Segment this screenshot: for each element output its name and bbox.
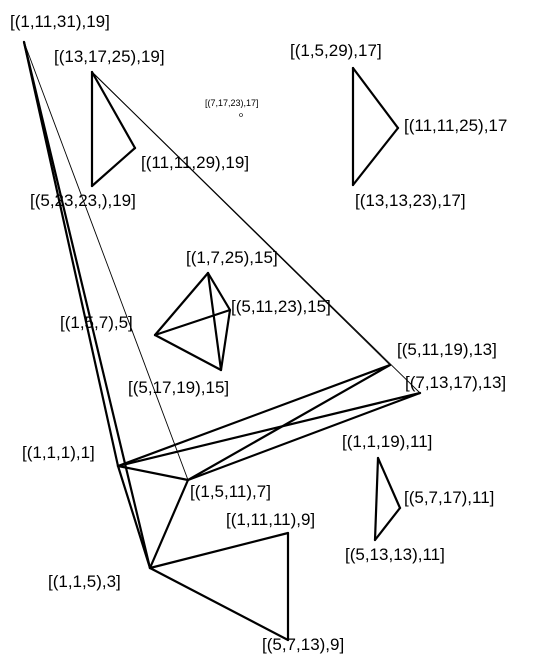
edge (91, 71, 421, 394)
node-label: [(5,13,13),11] (345, 545, 445, 564)
edge (206, 271, 232, 312)
edge (116, 464, 190, 482)
node-label: [(5,7,13),9] (262, 635, 344, 654)
edge (351, 66, 400, 130)
edge (186, 391, 422, 482)
node-label: [(13,13,23),17] (355, 191, 466, 210)
node-label: [(5,11,19),13] (397, 340, 497, 359)
edge (351, 126, 400, 187)
node-label: [(1,5,11),7] (190, 482, 271, 501)
edge (153, 308, 232, 337)
node-label: [(1,5,29),17] (290, 41, 382, 60)
node-label: [(5,11,23),15] (231, 297, 331, 316)
node-label: [(13,17,25),19] (54, 47, 165, 66)
edge (90, 70, 137, 150)
edge (219, 308, 232, 372)
edge (186, 363, 392, 482)
edge (373, 506, 402, 542)
edge (153, 271, 210, 337)
edge (116, 391, 422, 468)
edge (116, 464, 152, 570)
edge (376, 456, 402, 510)
edge (23, 41, 189, 481)
edge (22, 40, 152, 570)
node-label: [(1,11,11),9] (226, 510, 315, 529)
node-label: [(1,5,7),5] (60, 313, 133, 332)
edge (22, 40, 120, 468)
edge (206, 271, 223, 372)
node-label: [(5,23,23,),19] (30, 191, 136, 210)
node-label: [(1,1,1),1] (22, 443, 95, 462)
node-dot (239, 113, 243, 117)
edge (148, 566, 290, 642)
node-label: [(7,13,17),13] (405, 373, 506, 392)
node-label: [(5,7,17),11] (404, 488, 494, 507)
node-labels: [(1,11,31),19] [(13,17,25),19] [(11,11,2… (10, 12, 507, 654)
thin-edges (23, 41, 421, 481)
node-label: [(1,1,5),3] (48, 572, 121, 591)
node-label: [(1,11,31),19] (10, 12, 110, 31)
edge (90, 146, 137, 188)
edge (373, 456, 380, 542)
node-label: [(1,1,19),11] (342, 432, 432, 451)
edge (148, 531, 290, 570)
edge (116, 363, 392, 468)
edge (148, 478, 190, 570)
node-label: [(7,17,23),17] (205, 98, 259, 108)
thick-edges (22, 40, 422, 642)
edge (153, 333, 223, 372)
node-label: [(1,7,25),15] (186, 248, 278, 267)
node-label: [(11,11,29),19] (141, 153, 249, 172)
node-label: [(11,11,25),17 (404, 116, 507, 135)
node-label: [(5,17,19),15] (128, 378, 229, 397)
